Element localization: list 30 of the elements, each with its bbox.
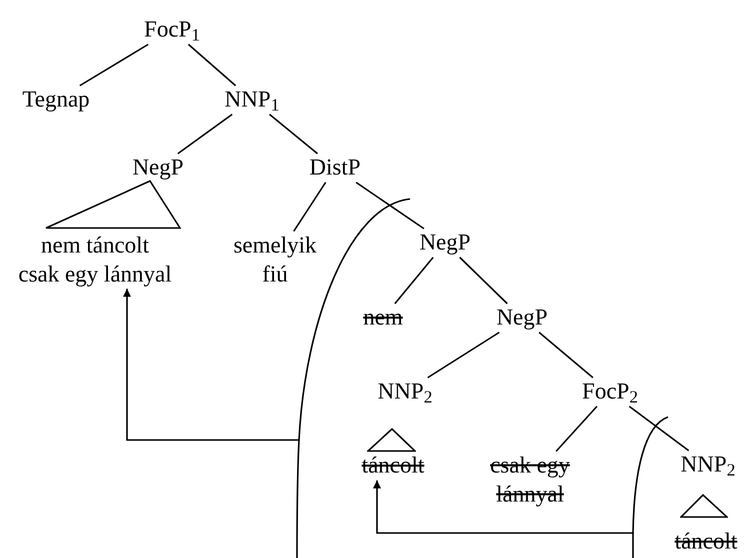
- tree-branch: [556, 406, 598, 452]
- node-label: nem táncolt csak egy lánnyal: [18, 232, 172, 286]
- node-label: NNP$_{1}$: [224, 86, 280, 112]
- movement-arrow: [123, 198, 410, 441]
- node-label: NegP: [419, 230, 471, 255]
- tree-branch: [79, 44, 149, 86]
- tree-branch: [188, 44, 236, 86]
- node-label: DistP: [309, 154, 361, 180]
- node-label: NegP: [132, 154, 184, 180]
- node-label: NNP$_{2}$: [680, 452, 736, 477]
- deleted-word: táncolt: [674, 528, 738, 554]
- node-label: semelyik fiú: [233, 232, 317, 286]
- tree-branch: [538, 332, 594, 378]
- deleted-word: csak egy lánnyal: [490, 452, 570, 506]
- tree-branch: [356, 182, 424, 230]
- node-label: NNP$_{2}$: [378, 378, 432, 404]
- deleted-word: táncolt: [362, 452, 424, 478]
- movement-arrow: [373, 416, 668, 534]
- tree-branch: [459, 256, 508, 304]
- tree-branch: [293, 182, 326, 232]
- tree-branch: [628, 406, 690, 452]
- node-label: FocP$_{1}$: [144, 16, 200, 42]
- node-label: FocP$_{2}$: [582, 378, 638, 404]
- deleted-word: nem: [363, 304, 403, 330]
- tree-branch: [177, 114, 233, 154]
- tree-branch: [269, 114, 318, 154]
- tree-branch: [427, 332, 500, 378]
- node-label: NegP: [496, 304, 548, 330]
- tree-branch: [394, 256, 434, 304]
- node-label: Tegnap: [22, 86, 90, 112]
